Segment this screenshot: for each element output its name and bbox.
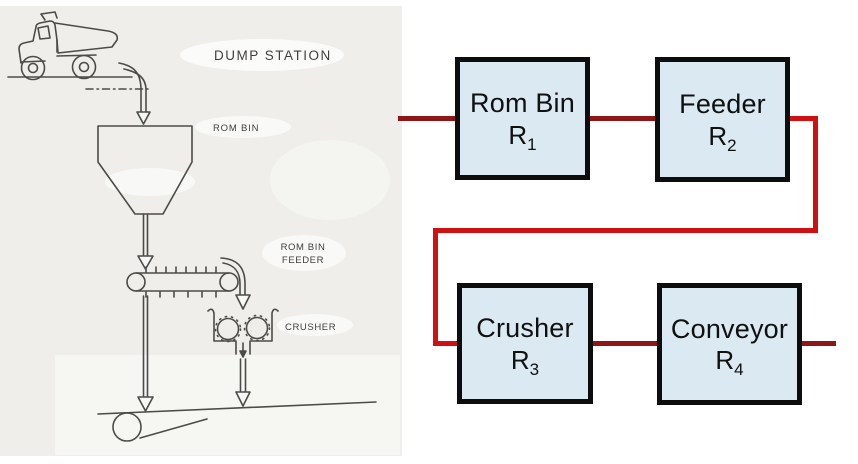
discharge-conveyor-icon xyxy=(97,401,377,442)
rom-bin-feeder-icon xyxy=(126,266,239,298)
symbol-base: R xyxy=(708,120,728,151)
block-crusher-symbol: R3 xyxy=(510,344,539,378)
rom-bin-hopper-icon xyxy=(97,125,193,270)
connector-crusher-conveyor xyxy=(591,341,659,346)
connector-feeder-exit xyxy=(788,116,818,121)
block-conveyor-symbol: R4 xyxy=(715,345,743,378)
symbol-subscript: 3 xyxy=(529,359,540,379)
rom-bin-label: ROM BIN xyxy=(213,123,259,134)
symbol-subscript: 1 xyxy=(527,134,537,154)
crusher-label: CRUSHER xyxy=(285,322,336,333)
block-rom-bin-symbol: R1 xyxy=(508,119,536,153)
dump-arrow-icon xyxy=(85,62,153,125)
connector-input-rombin xyxy=(398,116,455,121)
block-conveyor-label: Conveyor xyxy=(670,313,789,344)
scan-paper-background xyxy=(0,6,402,456)
block-crusher-label: Crusher xyxy=(476,313,574,344)
rom-bin-feeder-label-line2: FEEDER xyxy=(282,255,324,266)
symbol-base: R xyxy=(715,345,735,376)
symbol-subscript: 4 xyxy=(734,360,744,380)
dump-station-sketch: DUMP STATION ROM BIN ROM BIN FEEDER CRUS… xyxy=(0,0,410,464)
connector-left-drop xyxy=(433,228,438,346)
block-rom-bin-label: Rom Bin xyxy=(470,88,575,119)
block-crusher: Crusher R3 xyxy=(457,283,593,404)
symbol-base: R xyxy=(508,119,528,150)
crusher-icon xyxy=(207,308,279,407)
symbol-base: R xyxy=(510,344,530,375)
feeder-to-crusher-arrow-icon xyxy=(220,257,251,310)
feeder-teeth xyxy=(145,266,217,298)
feeder-drop-arrow-icon xyxy=(137,295,154,412)
dump-truck-icon xyxy=(7,11,133,81)
sketch-canvas: DUMP STATION ROM BIN ROM BIN FEEDER CRUS… xyxy=(0,6,402,456)
block-rom-bin: Rom Bin R1 xyxy=(455,57,590,180)
connector-crusher-entry xyxy=(433,341,462,346)
rom-bin-feeder-label-line1: ROM BIN xyxy=(281,242,326,253)
connector-return-run xyxy=(433,228,818,233)
block-conveyor: Conveyor R4 xyxy=(657,283,802,405)
dump-station-label: DUMP STATION xyxy=(214,48,332,63)
connector-conveyor-output xyxy=(800,341,836,346)
symbol-subscript: 2 xyxy=(727,135,737,155)
connector-rombin-feeder xyxy=(588,116,657,121)
block-feeder-label: Feeder xyxy=(679,89,766,120)
block-feeder: Feeder R2 xyxy=(655,57,790,182)
block-feeder-symbol: R2 xyxy=(708,120,736,154)
connector-right-drop xyxy=(813,116,818,233)
